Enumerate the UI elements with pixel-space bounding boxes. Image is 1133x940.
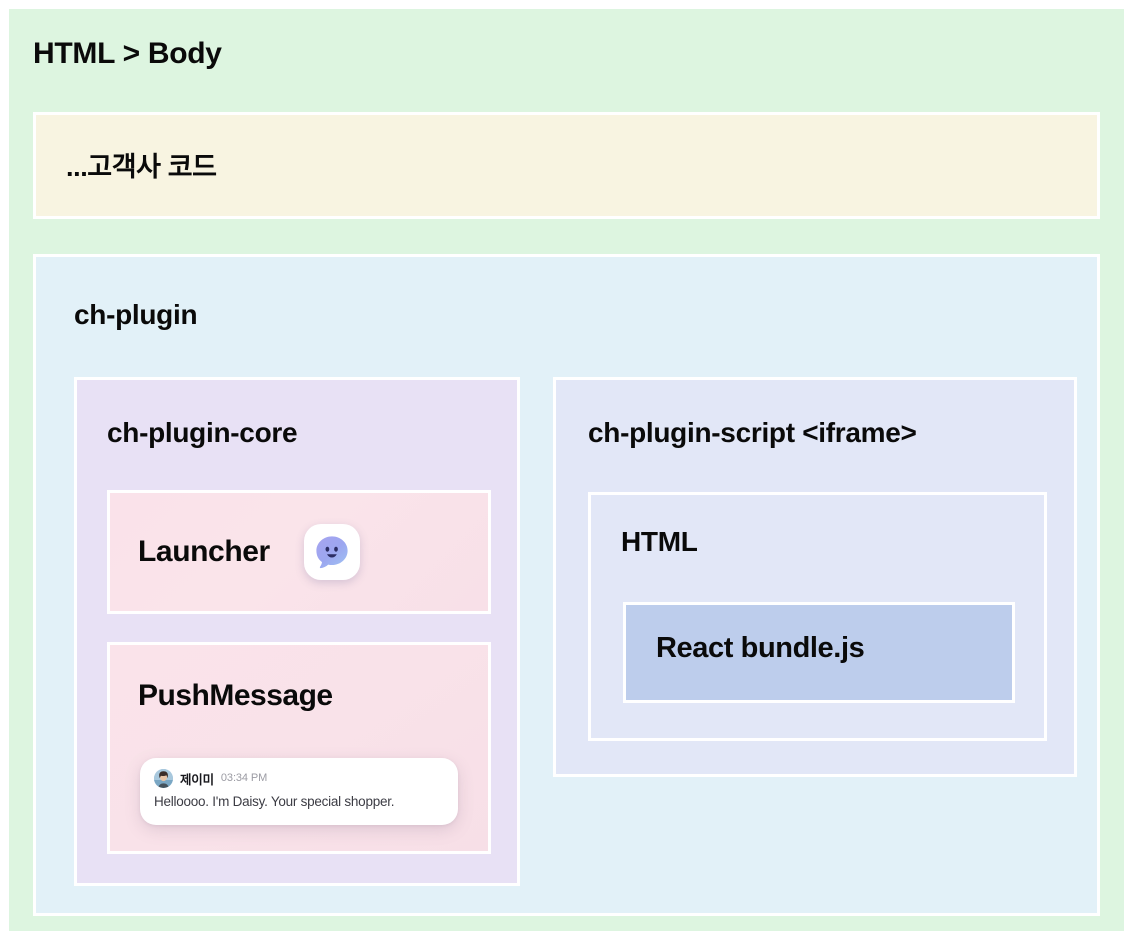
ch-plugin-title: ch-plugin <box>74 299 198 330</box>
push-message-box: PushMessage <box>107 642 491 854</box>
ch-plugin-core-box: ch-plugin-core Launcher <box>74 377 520 886</box>
ch-plugin-script-box: ch-plugin-script <iframe> HTML React bun… <box>553 377 1077 777</box>
customer-code-label: ...고객사 코드 <box>66 152 217 182</box>
react-bundle-label: React bundle.js <box>656 632 865 664</box>
ch-plugin-core-title: ch-plugin-core <box>107 417 298 448</box>
push-timestamp: 03:34 PM <box>220 772 268 784</box>
iframe-html-box: HTML React bundle.js <box>588 492 1047 741</box>
push-message-card[interactable]: 제이미 03:34 PM Helloooo. I'm Daisy. Your s… <box>140 758 458 825</box>
launcher-label: Launcher <box>138 535 270 568</box>
iframe-html-title: HTML <box>621 526 698 557</box>
ch-plugin-box: ch-plugin ch-plugin-core Launcher <box>33 254 1100 916</box>
launcher-row: Launcher <box>138 493 360 611</box>
launcher-box: Launcher <box>107 490 491 614</box>
channel-talk-launcher-icon[interactable] <box>303 524 360 580</box>
push-card-header: 제이미 03:34 PM <box>154 768 444 788</box>
html-body-title: HTML > Body <box>33 37 222 70</box>
ch-plugin-script-title: ch-plugin-script <iframe> <box>588 417 917 448</box>
push-message-text: Helloooo. I'm Daisy. Your special shoppe… <box>154 794 395 809</box>
sender-avatar <box>154 768 173 788</box>
push-sender-name: 제이미 <box>180 772 214 787</box>
push-message-label: PushMessage <box>138 679 333 712</box>
react-bundle-box: React bundle.js <box>623 602 1015 703</box>
customer-code-box: ...고객사 코드 <box>33 112 1100 219</box>
html-body-frame: HTML > Body ...고객사 코드 ch-plugin ch-plugi… <box>9 9 1124 931</box>
